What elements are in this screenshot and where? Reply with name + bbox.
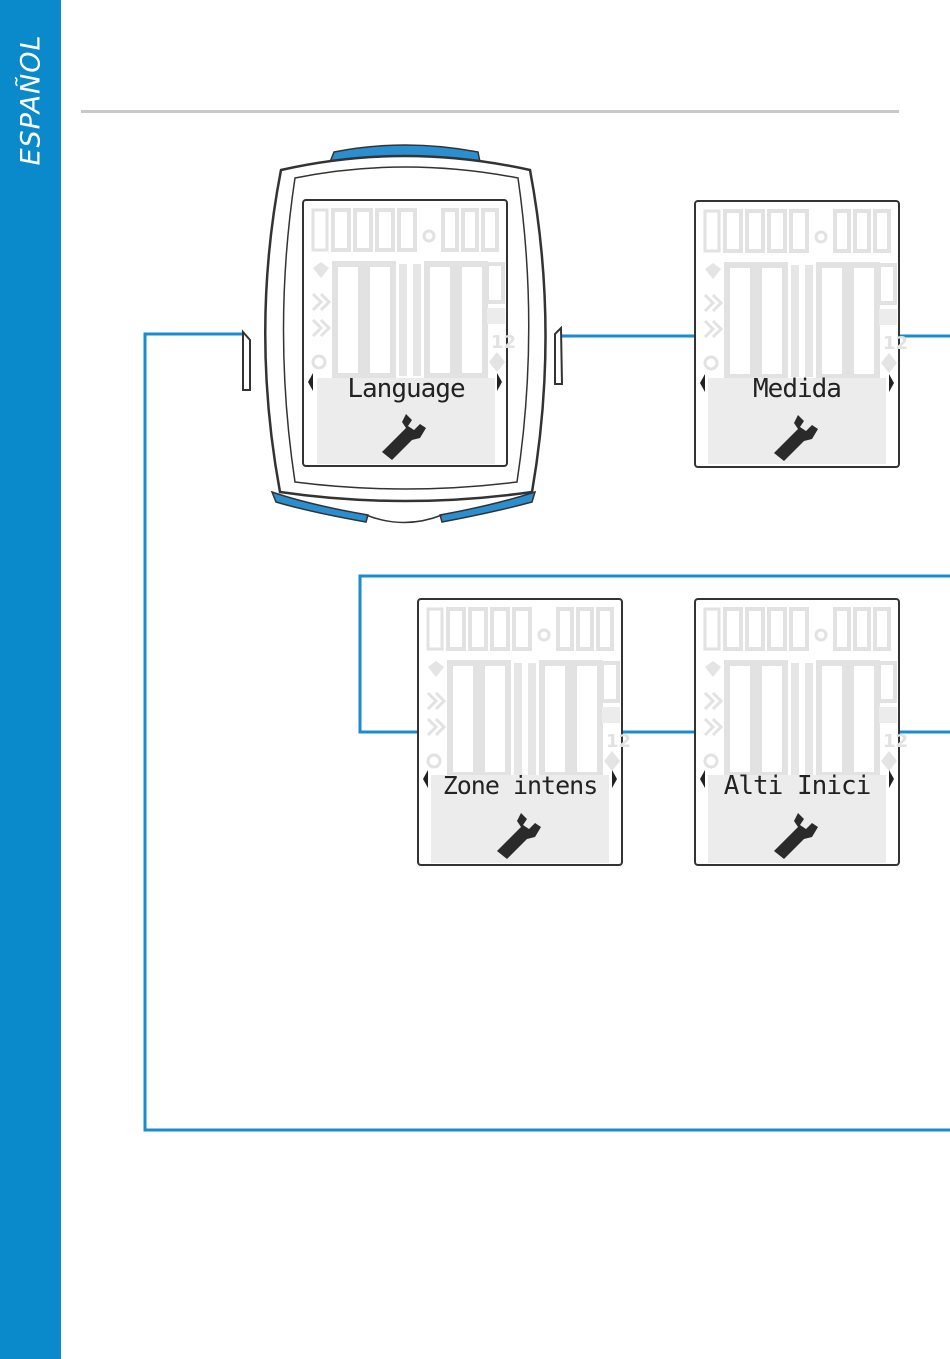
zone-intens-screen-label: Zone intens xyxy=(428,771,612,800)
alti-inici-screen xyxy=(695,599,908,865)
zone-intens-screen xyxy=(418,599,631,865)
language-screen xyxy=(303,200,516,466)
medida-screen xyxy=(695,201,908,467)
alti-inici-screen-label: Alti Inici xyxy=(708,771,886,801)
medida-screen-label: Medida xyxy=(708,374,886,404)
language-screen-label: Language xyxy=(317,374,495,404)
